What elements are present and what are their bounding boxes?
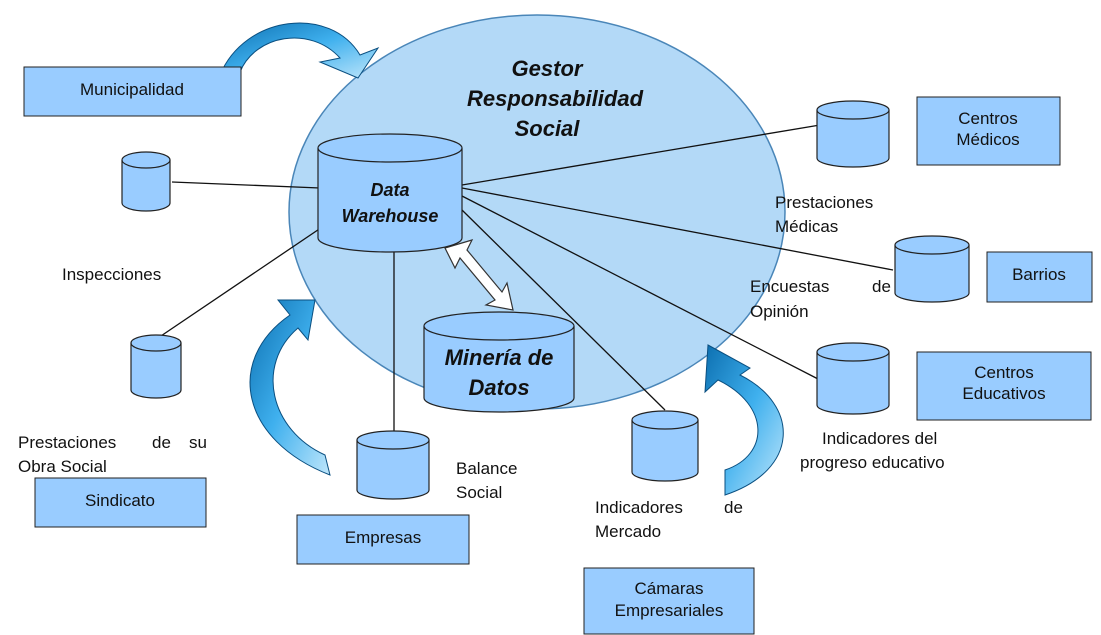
label-encuestas-line2: Opinión [750,302,809,321]
connection-lines [154,124,894,440]
box-municipalidad-label: Municipalidad [80,80,184,99]
label-prestaciones-medicas-line1: Prestaciones [775,193,873,212]
box-empresas-label: Empresas [345,528,422,547]
cylinder-medicas-icon [816,100,890,168]
box-municipalidad: Municipalidad [23,66,242,117]
label-progreso-line1: Indicadores del [822,429,937,448]
mineria-line2: Datos [468,375,529,400]
cylinder-mercado-icon [631,410,699,482]
label-balance-line2: Social [456,483,502,502]
box-centros-medicos: Centros Médicos [916,96,1061,166]
box-centros-educativos-line2: Educativos [962,384,1045,403]
arrow-municipalidad-icon [219,22,380,79]
box-centros-educativos-line1: Centros [974,363,1034,382]
box-barrios: Barrios [986,251,1093,303]
cylinder-inspecciones-icon [121,151,171,212]
gestor-title-line3: Social [515,116,581,141]
box-sindicato-label: Sindicato [85,491,155,510]
label-encuestas-line1b: de [872,277,891,296]
cylinder-data-warehouse-icon [317,133,463,253]
cylinder-prestaciones-obra-icon [130,334,182,399]
box-camaras-line1: Cámaras [635,579,704,598]
box-camaras: Cámaras Empresariales [583,567,755,635]
data-warehouse-line1: Data [370,180,409,200]
label-mercado-line2: Mercado [595,522,661,541]
arrow-mercado-icon [704,344,784,496]
line-inspecciones [171,181,321,189]
box-sindicato: Sindicato [34,477,207,528]
gestor-title-line2: Responsabilidad [467,86,644,111]
label-prestaciones-medicas-line2: Médicas [775,217,838,236]
box-empresas: Empresas [296,514,470,565]
arrow-empresas-icon [249,299,331,476]
box-centros-medicos-line1: Centros [958,109,1018,128]
box-camaras-line2: Empresariales [615,601,724,620]
cylinder-mineria-icon [423,311,575,413]
cylinder-encuestas-icon [894,235,970,303]
box-centros-medicos-line2: Médicos [956,130,1019,149]
label-inspecciones: Inspecciones [62,265,161,284]
cylinder-progreso-icon [816,342,890,415]
label-balance-line1: Balance [456,459,517,478]
gestor-title-line1: Gestor [512,56,584,81]
label-mercado-line1a: Indicadores [595,498,683,517]
label-prestaciones-obra-line2: Obra Social [18,457,107,476]
mineria-line1: Minería de [445,345,554,370]
line-prestaciones-obra [154,214,341,341]
label-prestaciones-obra-line1b: de [152,433,171,452]
line-progreso [461,195,821,381]
line-encuestas [461,187,894,271]
box-barrios-label: Barrios [1012,265,1066,284]
label-progreso-line2: progreso educativo [800,453,945,472]
label-prestaciones-obra-line1c: su [189,433,207,452]
label-prestaciones-obra-line1a: Prestaciones [18,433,116,452]
label-encuestas-line1: Encuestas [750,277,829,296]
line-medicas [461,124,821,186]
data-warehouse-line2: Warehouse [342,206,439,226]
cylinder-balance-icon [356,430,430,500]
line-mercado [461,209,666,411]
label-mercado-line1b: de [724,498,743,517]
double-arrow-icon [444,239,514,311]
box-centros-educativos: Centros Educativos [916,351,1092,421]
